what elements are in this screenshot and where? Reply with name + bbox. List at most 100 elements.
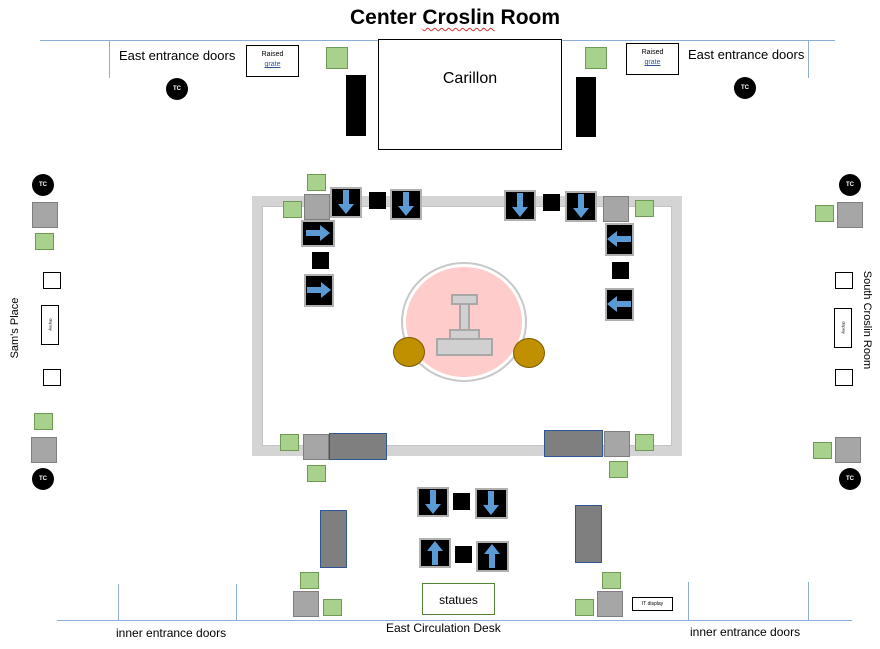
planter-inner-bottom-left-2: [307, 465, 326, 482]
planter-inner-top-right: [635, 200, 654, 217]
display-block-right-2: [605, 288, 634, 321]
planter-bottom-left-2: [323, 599, 342, 616]
planter-inner-top-left-1: [307, 174, 326, 191]
sams-place-label: Sam's Place: [9, 297, 21, 359]
display-block-left-1: [301, 220, 335, 247]
bench-bottom-right: [544, 430, 603, 457]
raised-grate-left-line1: Raised: [261, 51, 284, 58]
display-block-top-left-1: [330, 187, 362, 218]
raised-grate-left: Raised grate: [246, 45, 299, 77]
tc-marker-top-left: TC: [166, 78, 188, 100]
grey-block-bottom-left: [303, 434, 329, 460]
small-block-left: [312, 252, 329, 269]
seal-logo-emblem: [436, 294, 493, 356]
page-title: Center Croslin Room: [0, 6, 880, 30]
grey-block-bottom-row-left: [293, 591, 319, 617]
raised-grate-right-line1: Raised: [641, 49, 664, 56]
small-block-top-left: [369, 192, 386, 209]
right-lower-grey-block: [835, 437, 861, 463]
arrow-left-icon: [607, 296, 631, 312]
east-entrance-doors-right-label: East entrance doors: [688, 47, 805, 62]
raised-grate-right-line2: grate: [644, 59, 661, 66]
top-right-door-divider: [808, 40, 809, 78]
small-block-right: [612, 262, 629, 279]
arrow-down-icon: [573, 194, 589, 218]
title-word-room: Room: [500, 6, 561, 29]
it-display-label: IT display: [641, 601, 664, 607]
grey-block-bottom-row-right: [597, 591, 623, 617]
tc-marker-right-upper: TC: [839, 174, 861, 196]
grey-block-bottom-right: [604, 431, 630, 457]
top-left-door-divider: [109, 40, 110, 78]
right-display-box: display: [834, 308, 852, 348]
title-word-center: Center: [349, 6, 417, 29]
carillon-box: Carillon: [378, 39, 562, 150]
carillon-post-right: [576, 77, 596, 137]
right-upper-white-box: [835, 272, 853, 289]
right-display-label: display: [841, 321, 847, 334]
grey-block-top-right: [603, 196, 629, 222]
display-block-bottom-1: [417, 487, 449, 517]
arrow-down-icon: [338, 190, 354, 214]
display-block-top-right-1: [504, 190, 536, 221]
statues-box: statues: [422, 583, 495, 615]
planter-bottom-right-2: [575, 599, 594, 616]
grey-block-top-left: [304, 194, 330, 220]
tc-marker-left-lower: TC: [32, 468, 54, 490]
chair-left: [393, 337, 425, 367]
bottom-divider-2: [236, 584, 237, 621]
planter-inner-bottom-left-1: [280, 434, 299, 451]
it-display-box: IT display: [632, 597, 673, 611]
left-lower-planter: [34, 413, 53, 430]
planter-top-right: [585, 47, 607, 69]
planter-top-left: [326, 47, 348, 69]
arrow-down-icon: [512, 193, 528, 217]
left-lower-white-box: [43, 369, 61, 386]
display-block-bottom-2: [475, 488, 508, 519]
chair-right: [513, 338, 545, 368]
bench-lower-right: [575, 505, 602, 563]
left-lower-grey-block: [31, 437, 57, 463]
planter-inner-bottom-right-1: [635, 434, 654, 451]
east-entrance-doors-left-label: East entrance doors: [119, 48, 236, 63]
right-upper-planter: [815, 205, 834, 222]
display-block-top-left-2: [390, 189, 422, 220]
south-croslin-room-text: South Croslin Room: [861, 270, 873, 370]
bottom-divider-1: [118, 584, 119, 621]
arrow-up-icon: [427, 541, 443, 565]
south-croslin-room-label: South Croslin Room: [861, 261, 873, 379]
statues-label: statues: [439, 593, 478, 607]
arrow-down-icon: [483, 491, 499, 515]
east-circulation-desk-label: East Circulation Desk: [386, 621, 501, 635]
planter-bottom-left-1: [300, 572, 319, 589]
title-word-croslin: Croslin: [422, 6, 495, 29]
display-block-top-right-2: [565, 191, 597, 222]
raised-grate-right: Raised grate: [626, 43, 679, 75]
bench-lower-left: [320, 510, 347, 568]
planter-inner-top-left-2: [283, 201, 302, 218]
small-block-bottom-1: [453, 493, 470, 510]
inner-entrance-doors-right-label: inner entrance doors: [690, 625, 801, 639]
display-block-bottom-4: [476, 541, 509, 572]
left-upper-white-box: [43, 272, 61, 289]
planter-bottom-right-1: [602, 572, 621, 589]
tc-marker-top-right: TC: [734, 77, 756, 99]
right-lower-white-box: [835, 369, 853, 386]
arrow-up-icon: [484, 544, 500, 568]
tc-marker-right-lower: TC: [839, 468, 861, 490]
tc-marker-left-upper: TC: [32, 174, 54, 196]
bottom-divider-4: [808, 582, 809, 621]
inner-entrance-doors-left-label: inner entrance doors: [116, 626, 227, 640]
arrow-down-icon: [425, 490, 441, 514]
left-upper-grey-block: [32, 202, 58, 228]
display-block-right-1: [605, 223, 634, 256]
small-block-top-right: [543, 194, 560, 211]
carillon-post-left: [346, 75, 366, 136]
display-block-bottom-3: [419, 538, 451, 568]
left-upper-planter: [35, 233, 54, 250]
arrow-left-icon: [607, 231, 631, 247]
right-lower-planter: [813, 442, 832, 459]
central-seal: [401, 262, 527, 382]
display-block-left-2: [304, 274, 334, 307]
bottom-divider-3: [688, 582, 689, 621]
